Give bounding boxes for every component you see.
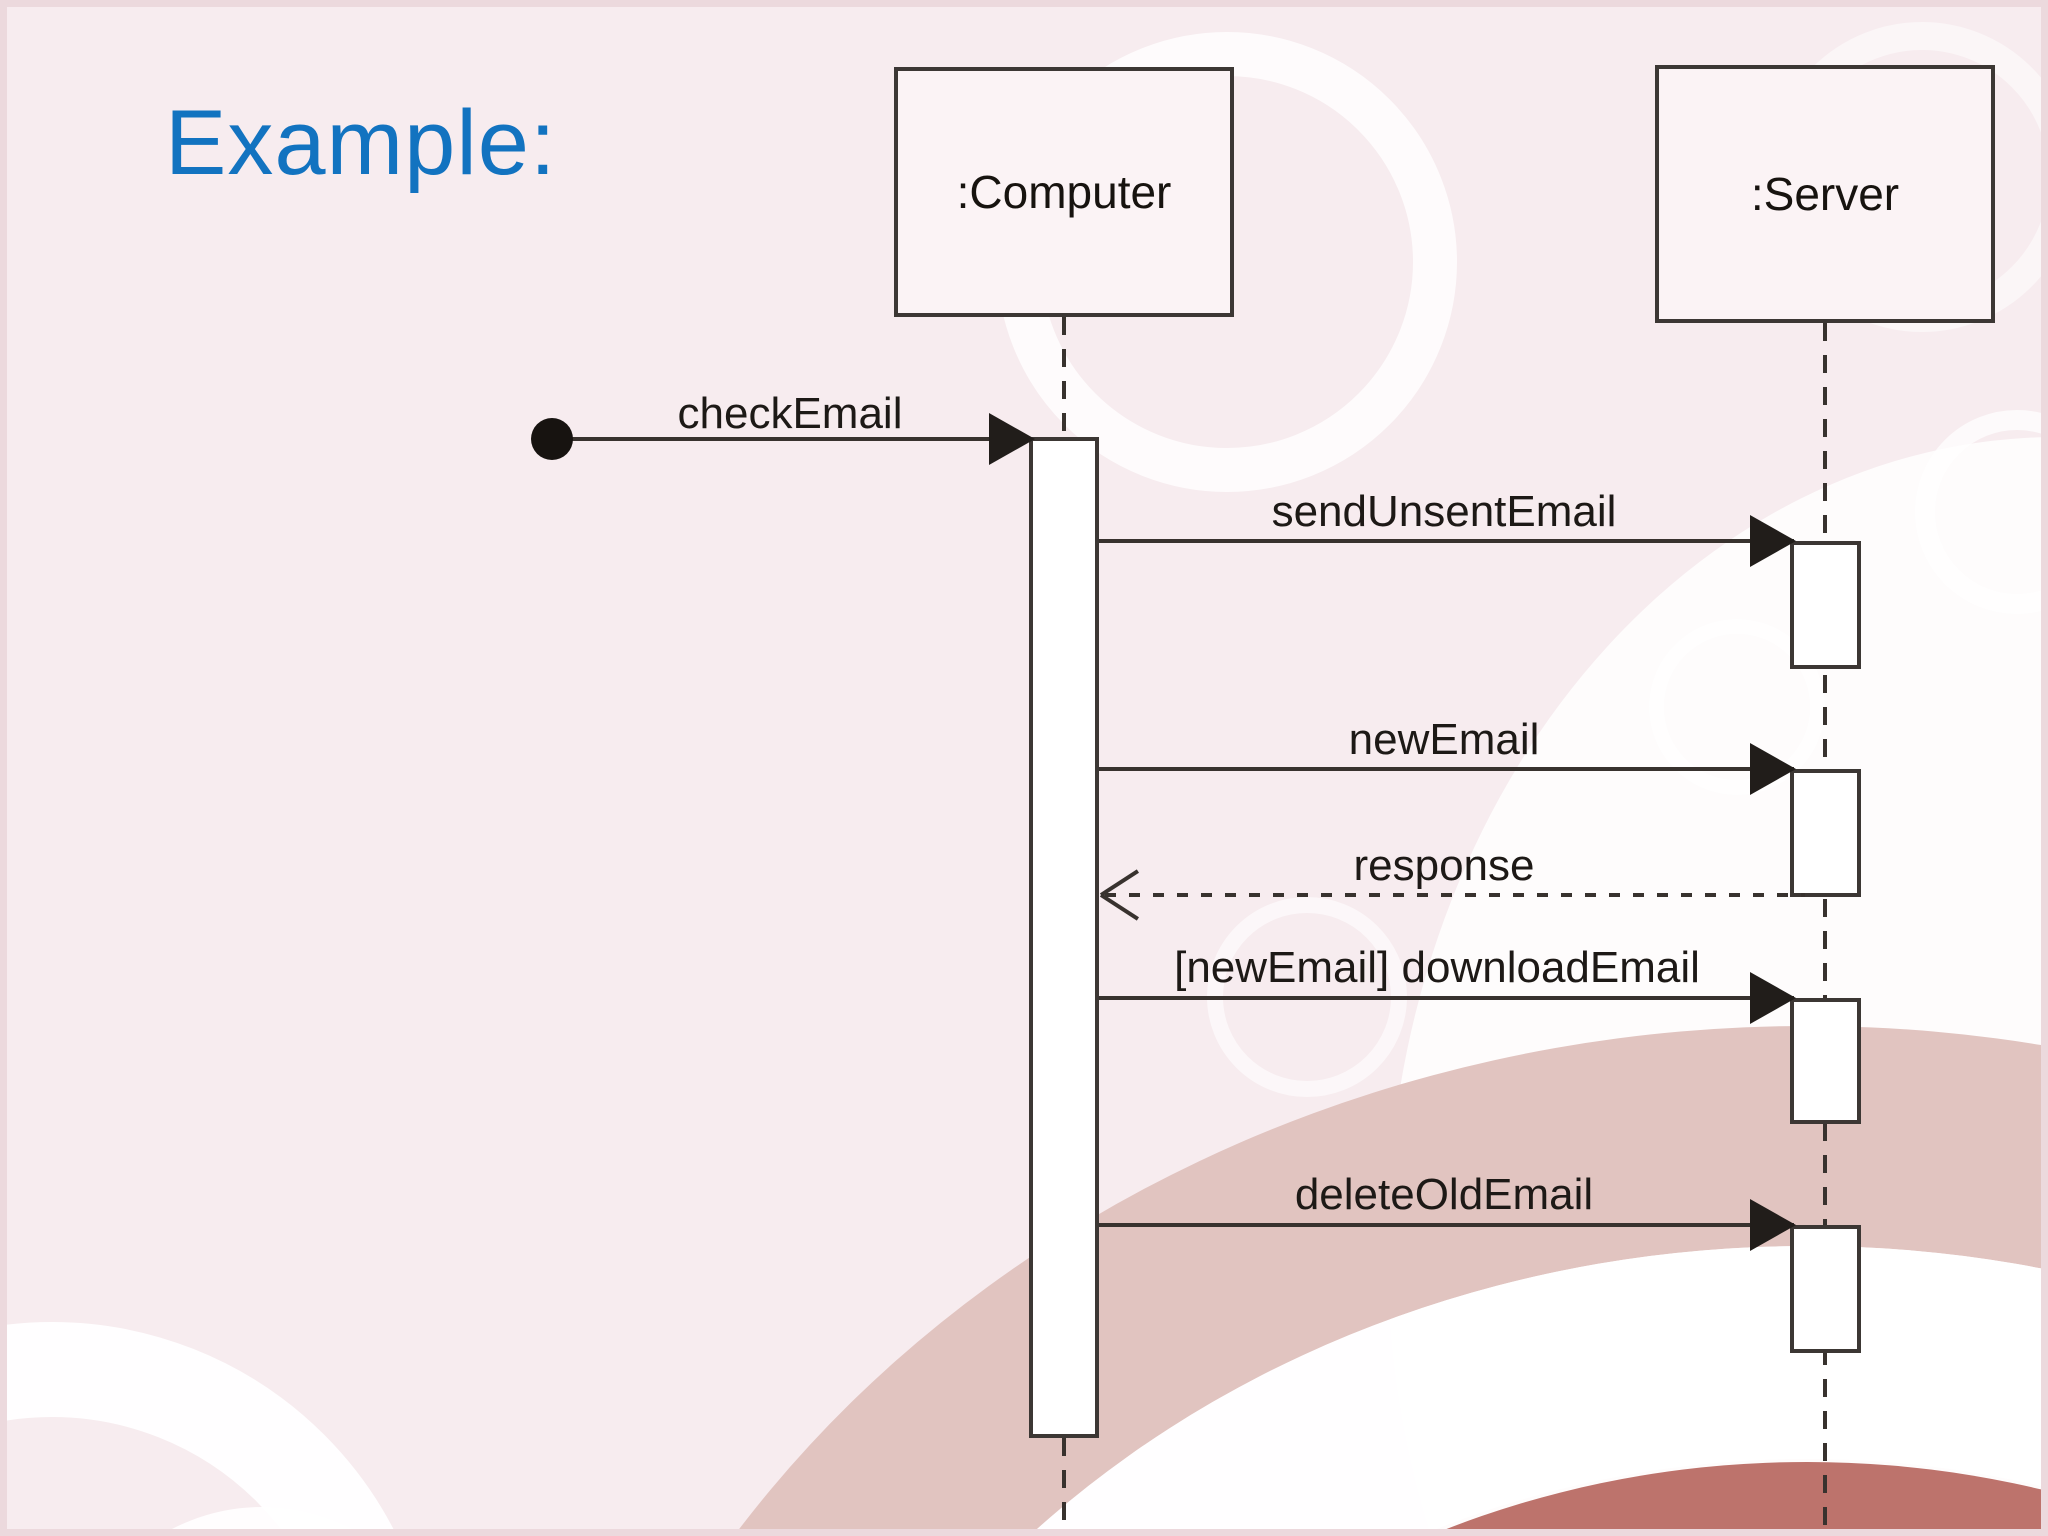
message-label: deleteOldEmail — [1294, 1170, 1594, 1219]
message-label: checkEmail — [677, 389, 903, 438]
found-message-circle — [531, 418, 573, 460]
message-line-sendUnsentEmail — [1099, 539, 1794, 543]
message-label: newEmail — [1348, 715, 1540, 764]
message-line-deleteOldEmail — [1099, 1223, 1794, 1227]
message-line-downloadEmail — [1099, 996, 1794, 1000]
sync-arrowhead-icon — [1750, 1199, 1796, 1251]
sync-arrowhead-icon — [1750, 972, 1796, 1024]
message-line-checkEmail — [552, 437, 1029, 441]
message-label: sendUnsentEmail — [1271, 487, 1617, 536]
decorative-circle — [7, 1322, 437, 1529]
lifeline-server — [1823, 323, 1827, 1529]
lifeline-computer — [1062, 1438, 1066, 1529]
sync-arrowhead-icon — [989, 413, 1035, 465]
activation-bar-server — [1790, 541, 1861, 669]
message-label: response — [1353, 841, 1535, 890]
decorative-circle — [67, 1507, 457, 1529]
activation-bar-server — [1790, 998, 1861, 1124]
sync-arrowhead-icon — [1750, 515, 1796, 567]
activation-bar-computer — [1029, 437, 1099, 1438]
page-title: Example: — [165, 92, 557, 194]
lifeline-computer — [1062, 317, 1066, 437]
message-line-newEmail — [1099, 767, 1794, 771]
activation-bar-server — [1790, 769, 1861, 897]
return-arrowhead-icon — [1099, 893, 1139, 921]
object-label-server: :Server — [1750, 168, 1900, 220]
decorative-circle-dark — [957, 1462, 2041, 1529]
sync-arrowhead-icon — [1750, 743, 1796, 795]
activation-bar-server — [1790, 1225, 1861, 1353]
decorative-circle — [1915, 410, 2041, 614]
object-label-computer: :Computer — [956, 166, 1172, 218]
object-box-computer: :Computer — [894, 67, 1234, 317]
object-box-server: :Server — [1655, 65, 1995, 323]
message-line-response — [1105, 893, 1805, 897]
message-label: [newEmail] downloadEmail — [1174, 943, 1700, 992]
